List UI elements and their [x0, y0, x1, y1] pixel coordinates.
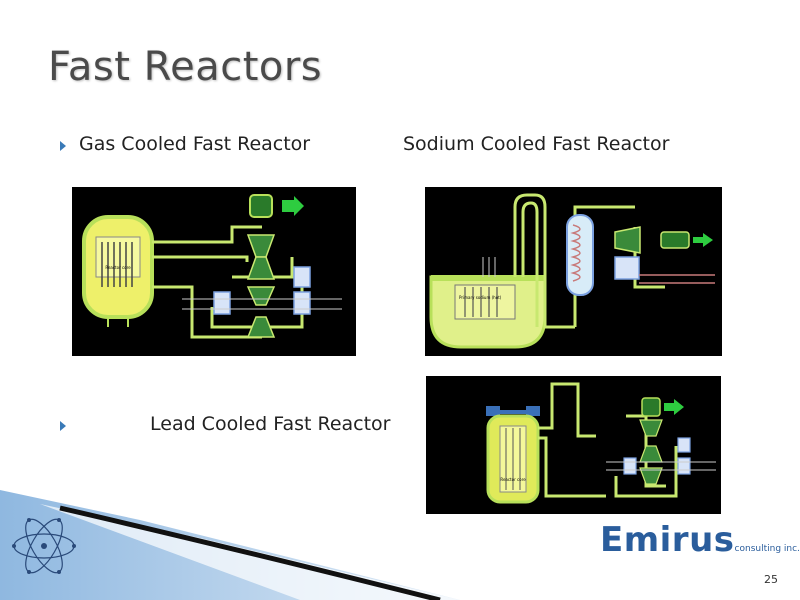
bullet-arrow-icon — [60, 421, 66, 431]
bullet-lead-cooled: Lead Cooled Fast Reactor — [150, 413, 391, 435]
atom-swoosh-decoration — [0, 490, 460, 600]
lfr-core-label: Reactor core — [500, 477, 526, 482]
sfr-pool-label: Primary sodium (hot) — [459, 295, 502, 300]
emirus-logo: Emirusconsulting inc. — [600, 520, 800, 560]
page-number: 25 — [764, 573, 778, 586]
lead-cooled-reactor-diagram: Reactor core — [426, 376, 721, 514]
gfr-core-label: Reactor core — [105, 265, 131, 270]
logo-tagline: consulting inc. — [734, 544, 800, 554]
slide-title: Fast Reactors — [48, 44, 323, 90]
gas-cooled-reactor-diagram: Reactor core — [72, 187, 356, 356]
label-sodium-cooled: Sodium Cooled Fast Reactor — [403, 133, 670, 155]
sodium-cooled-reactor-diagram: Primary sodium (hot) — [425, 187, 722, 356]
bullet-arrow-icon — [60, 141, 66, 151]
bullet-gas-cooled: Gas Cooled Fast Reactor — [79, 133, 311, 155]
logo-name: Emirus — [600, 520, 735, 560]
